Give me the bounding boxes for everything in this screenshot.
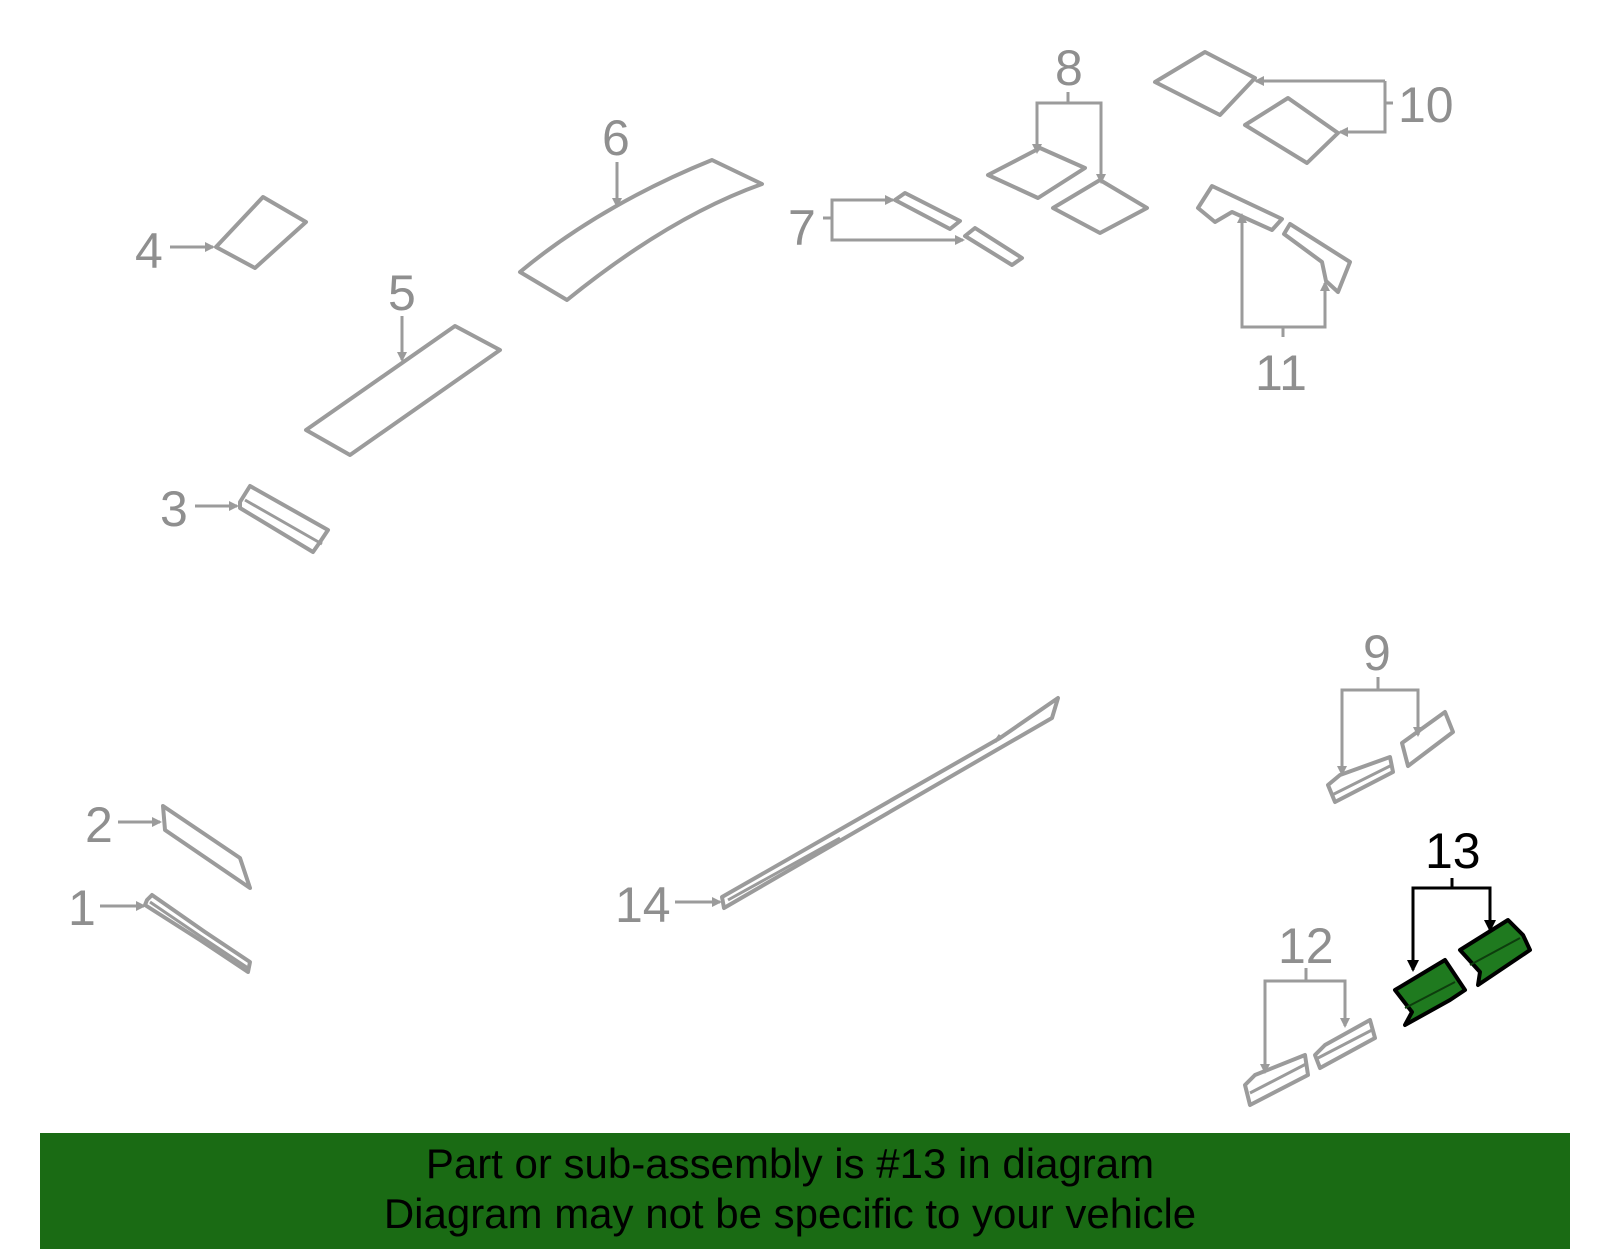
disclaimer-banner: Part or sub-assembly is #13 in diagram D… — [40, 1133, 1570, 1249]
part-8[interactable]: 8 — [986, 40, 1149, 235]
part-9[interactable]: 9 — [1326, 625, 1455, 804]
callout-4: 4 — [135, 223, 163, 279]
part-4[interactable]: 4 — [135, 195, 308, 279]
part-13-highlighted[interactable]: 13 — [1393, 823, 1532, 1027]
callout-10: 10 — [1398, 77, 1454, 133]
part-12[interactable]: 12 — [1243, 918, 1377, 1107]
part-10[interactable]: 10 — [1153, 50, 1454, 165]
part-2[interactable]: 2 — [85, 797, 252, 890]
callout-13: 13 — [1425, 823, 1481, 879]
callout-7: 7 — [788, 200, 816, 256]
part-14[interactable]: 14 — [615, 696, 1060, 933]
part-6[interactable]: 6 — [518, 110, 764, 302]
callout-9: 9 — [1363, 625, 1391, 681]
callout-12: 12 — [1278, 918, 1334, 974]
part-3[interactable]: 3 — [160, 481, 330, 554]
part-5[interactable]: 5 — [304, 265, 502, 457]
callout-5: 5 — [388, 265, 416, 321]
part-11[interactable]: 11 — [1196, 184, 1352, 401]
callout-2: 2 — [85, 797, 113, 853]
callout-3: 3 — [160, 481, 188, 537]
part-1[interactable]: 1 — [68, 880, 252, 974]
part-7[interactable]: 7 — [788, 191, 1024, 267]
callout-11: 11 — [1255, 345, 1307, 401]
banner-disclaimer: Diagram may not be specific to your vehi… — [383, 1190, 1197, 1237]
callout-14: 14 — [615, 877, 671, 933]
banner-part-reference: Part or sub-assembly is #13 in diagram — [425, 1140, 1155, 1187]
callout-1: 1 — [68, 880, 96, 936]
callout-8: 8 — [1055, 40, 1083, 96]
callout-6: 6 — [602, 110, 630, 166]
part-13-left[interactable] — [1393, 958, 1467, 1027]
